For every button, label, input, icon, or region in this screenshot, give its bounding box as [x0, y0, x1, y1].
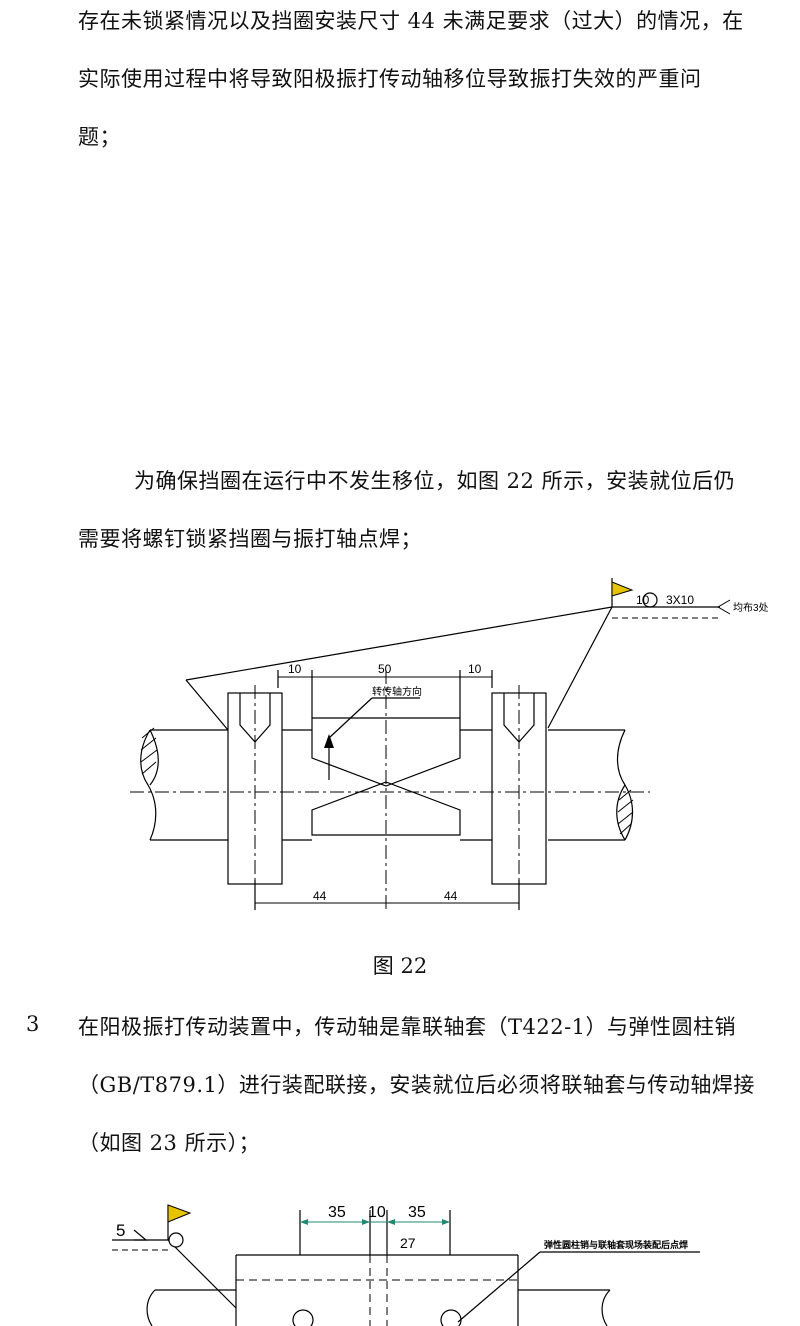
- weld-circle-icon: [642, 592, 658, 608]
- arrow-note: 转传轴方向: [372, 685, 422, 698]
- weld-size: 10: [636, 593, 650, 607]
- paragraph-1: 存在未锁紧情况以及挡圈安装尺寸 44 未满足要求（过大）的情况，在 实际使用过程…: [78, 0, 794, 166]
- paragraph-line: 在阳极振打传动装置中，传动轴是靠联轴套（T422-1）与弹性圆柱销: [78, 1015, 737, 1039]
- figure-23-drawing: 35 10 35 27 5 弹性圆柱销与联轴套现场装配后点焊: [112, 1204, 700, 1326]
- figure-22-caption: 图 22: [372, 954, 428, 978]
- weld-flag-icon: [611, 581, 634, 597]
- dim-label: 44: [444, 889, 458, 903]
- list-number: 3: [26, 1012, 40, 1036]
- paragraph-line: 需要将螺钉锁紧挡圈与振打轴点焊；: [78, 527, 422, 551]
- weld-flag-icon: [167, 1204, 192, 1223]
- paragraph-line: 题；: [78, 125, 121, 149]
- dim-label: 44: [313, 889, 327, 903]
- pin-weld-note: 弹性圆柱销与联轴套现场装配后点焊: [544, 1239, 688, 1250]
- arrow-head-icon: [324, 734, 334, 748]
- dim-label: 35: [408, 1204, 426, 1221]
- paragraph-line: 存在未锁紧情况以及挡圈安装尺寸 44 未满足要求（过大）的情况，在: [78, 9, 744, 33]
- dim-label: 27: [400, 1235, 416, 1251]
- paragraph-3: 在阳极振打传动装置中，传动轴是靠联轴套（T422-1）与弹性圆柱销 （GB/T8…: [78, 998, 794, 1172]
- weld-spec: 3X10: [666, 593, 694, 607]
- paragraph-line: 为确保挡圈在运行中不发生移位，如图 22 所示，安装就位后仍: [134, 469, 736, 493]
- dim-label: 10: [368, 1204, 386, 1221]
- paragraph-line: （GB/T879.1）进行装配联接，安装就位后必须将联轴套与传动轴焊接: [78, 1073, 755, 1097]
- paragraph-line: 实际使用过程中将导致阳极振打传动轴移位导致振打失效的严重问: [78, 67, 702, 91]
- dim-label: 35: [328, 1204, 346, 1221]
- dim-label: 10: [288, 662, 302, 676]
- weld-size: 5: [116, 1221, 125, 1240]
- figure-22-drawing: 10 50 10 44 44 转传轴方向 10 3X10 均布3处: [130, 578, 769, 910]
- dim-label: 50: [378, 662, 392, 676]
- dim-label: 10: [468, 662, 482, 676]
- weld-note: 均布3处: [733, 602, 769, 614]
- paragraph-line: （如图 23 所示）；: [78, 1131, 261, 1155]
- paragraph-2: 为确保挡圈在运行中不发生移位，如图 22 所示，安装就位后仍 需要将螺钉锁紧挡圈…: [78, 452, 794, 568]
- weld-circle-icon: [168, 1232, 184, 1248]
